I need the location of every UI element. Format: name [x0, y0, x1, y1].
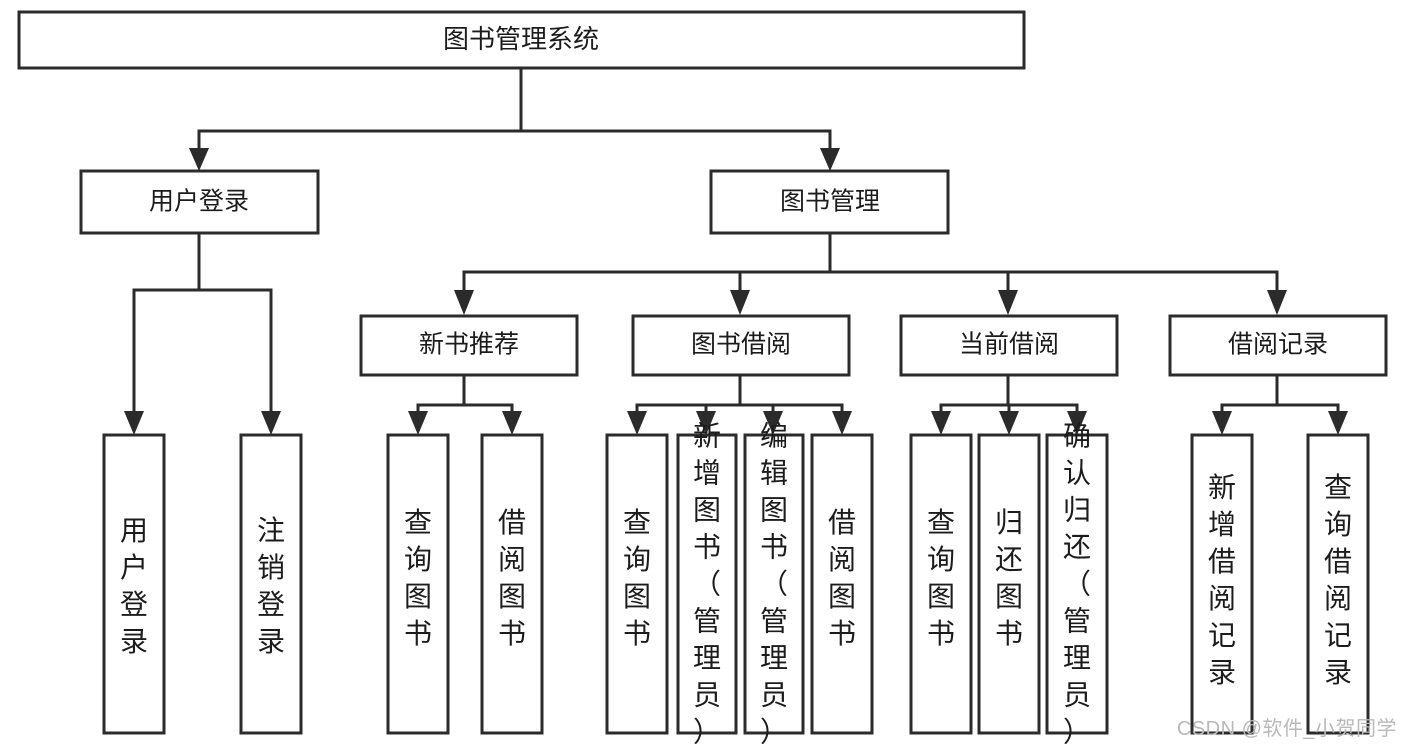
leaf-node[interactable]: 用户登录	[102, 433, 166, 735]
leaf-node[interactable]: 新增图书（管理员）	[676, 421, 738, 747]
arrow-head-icon	[730, 290, 750, 315]
leaf-node[interactable]: 借阅图书	[810, 433, 874, 735]
leaf-node[interactable]: 确认归还（管理员）	[1045, 421, 1109, 747]
leaf-node[interactable]: 新增借阅记录	[1190, 433, 1254, 735]
arrow-head-icon	[1328, 411, 1348, 435]
leaf-box[interactable]	[386, 433, 450, 735]
leaf-label: 注销登录	[257, 515, 285, 657]
arrow-head-icon	[763, 411, 783, 435]
leaf-label: 借阅图书	[498, 507, 526, 649]
arrow-head-icon	[454, 290, 474, 315]
node-root-label: 图书管理系统	[443, 24, 599, 54]
leaf-node[interactable]: 编辑图书（管理员）	[743, 421, 805, 747]
leaf-label: 查询借阅记录	[1324, 472, 1352, 688]
node-book-manage-label: 图书管理	[780, 188, 880, 216]
leaf-label: 查询图书	[623, 507, 651, 649]
node-user-login-label: 用户登录	[149, 188, 249, 216]
connector-group-book-borrow	[627, 373, 852, 435]
node-borrow-record[interactable]: 借阅记录	[1168, 314, 1388, 377]
leaf-box[interactable]	[743, 433, 805, 735]
arrow-head-icon	[1067, 411, 1087, 435]
leaf-node[interactable]: 查询借阅记录	[1306, 433, 1370, 735]
node-borrow-record-label: 借阅记录	[1228, 331, 1328, 359]
leaf-node[interactable]: 查询图书	[386, 433, 450, 735]
node-book-borrow-label: 图书借阅	[691, 331, 791, 359]
leaf-label: 查询图书	[404, 507, 432, 649]
connector-group-book-manage	[454, 231, 1287, 315]
leaf-label: 用户登录	[120, 515, 148, 657]
arrow-head-icon	[1267, 290, 1287, 315]
leaf-node[interactable]: 查询图书	[909, 433, 973, 735]
leaf-label: 编辑图书（管理员）	[760, 421, 788, 747]
node-borrow-record-box[interactable]	[1168, 314, 1388, 377]
leaf-node[interactable]: 注销登录	[239, 433, 303, 735]
node-current-borrow[interactable]: 当前借阅	[899, 314, 1119, 377]
node-new-book-recommend[interactable]: 新书推荐	[359, 314, 579, 377]
arrow-head-icon	[189, 148, 209, 171]
node-book-borrow[interactable]: 图书借阅	[631, 314, 851, 377]
connector-group-borrow-record	[1212, 373, 1348, 435]
node-book-manage[interactable]: 图书管理	[709, 169, 950, 235]
arrow-head-icon	[502, 411, 522, 435]
node-new-book-recommend-box[interactable]	[359, 314, 579, 377]
leaf-box[interactable]	[1190, 433, 1254, 735]
leaf-label: 归还图书	[995, 507, 1023, 649]
leaf-box[interactable]	[810, 433, 874, 735]
arrow-head-icon	[408, 411, 428, 435]
arrow-head-icon	[696, 411, 716, 435]
arrow-head-icon	[931, 411, 951, 435]
arrow-head-icon	[998, 290, 1018, 315]
connector-group-new-book	[408, 373, 522, 435]
leaf-label: 借阅图书	[828, 507, 856, 649]
arrow-head-icon	[999, 411, 1019, 435]
node-root[interactable]: 图书管理系统	[17, 10, 1026, 70]
leaf-box[interactable]	[909, 433, 973, 735]
leaf-box[interactable]	[977, 433, 1041, 735]
connector-group-root	[189, 66, 840, 171]
arrow-head-icon	[820, 148, 840, 171]
leaf-box[interactable]	[1045, 433, 1109, 735]
arrow-head-icon	[627, 411, 647, 435]
leaf-box[interactable]	[1306, 433, 1370, 735]
node-user-login[interactable]: 用户登录	[79, 169, 320, 235]
node-book-manage-box[interactable]	[709, 169, 950, 235]
leaf-label: 新增图书（管理员）	[693, 421, 721, 747]
node-current-borrow-box[interactable]	[899, 314, 1119, 377]
node-new-book-recommend-label: 新书推荐	[419, 331, 519, 359]
leaf-label: 查询图书	[927, 507, 955, 649]
connector-group-current-borrow	[931, 373, 1087, 435]
node-root-box[interactable]	[17, 10, 1026, 70]
leaf-node[interactable]: 查询图书	[605, 433, 669, 735]
node-book-borrow-box[interactable]	[631, 314, 851, 377]
leaf-box[interactable]	[480, 433, 544, 735]
arrow-head-icon	[261, 411, 281, 435]
arrow-head-icon	[124, 411, 144, 435]
node-user-login-box[interactable]	[79, 169, 320, 235]
arrow-head-icon	[832, 411, 852, 435]
connector-group-user-login	[124, 231, 281, 435]
leaf-node[interactable]: 借阅图书	[480, 433, 544, 735]
leaf-box[interactable]	[605, 433, 669, 735]
leaf-node[interactable]: 归还图书	[977, 433, 1041, 735]
leaf-label: 确认归还（管理员）	[1063, 421, 1091, 747]
leaf-box[interactable]	[102, 433, 166, 735]
leaf-box[interactable]	[239, 433, 303, 735]
arrow-head-icon	[1212, 411, 1232, 435]
leaf-box[interactable]	[676, 433, 738, 735]
leaf-label: 新增借阅记录	[1208, 472, 1236, 688]
node-current-borrow-label: 当前借阅	[959, 331, 1059, 359]
